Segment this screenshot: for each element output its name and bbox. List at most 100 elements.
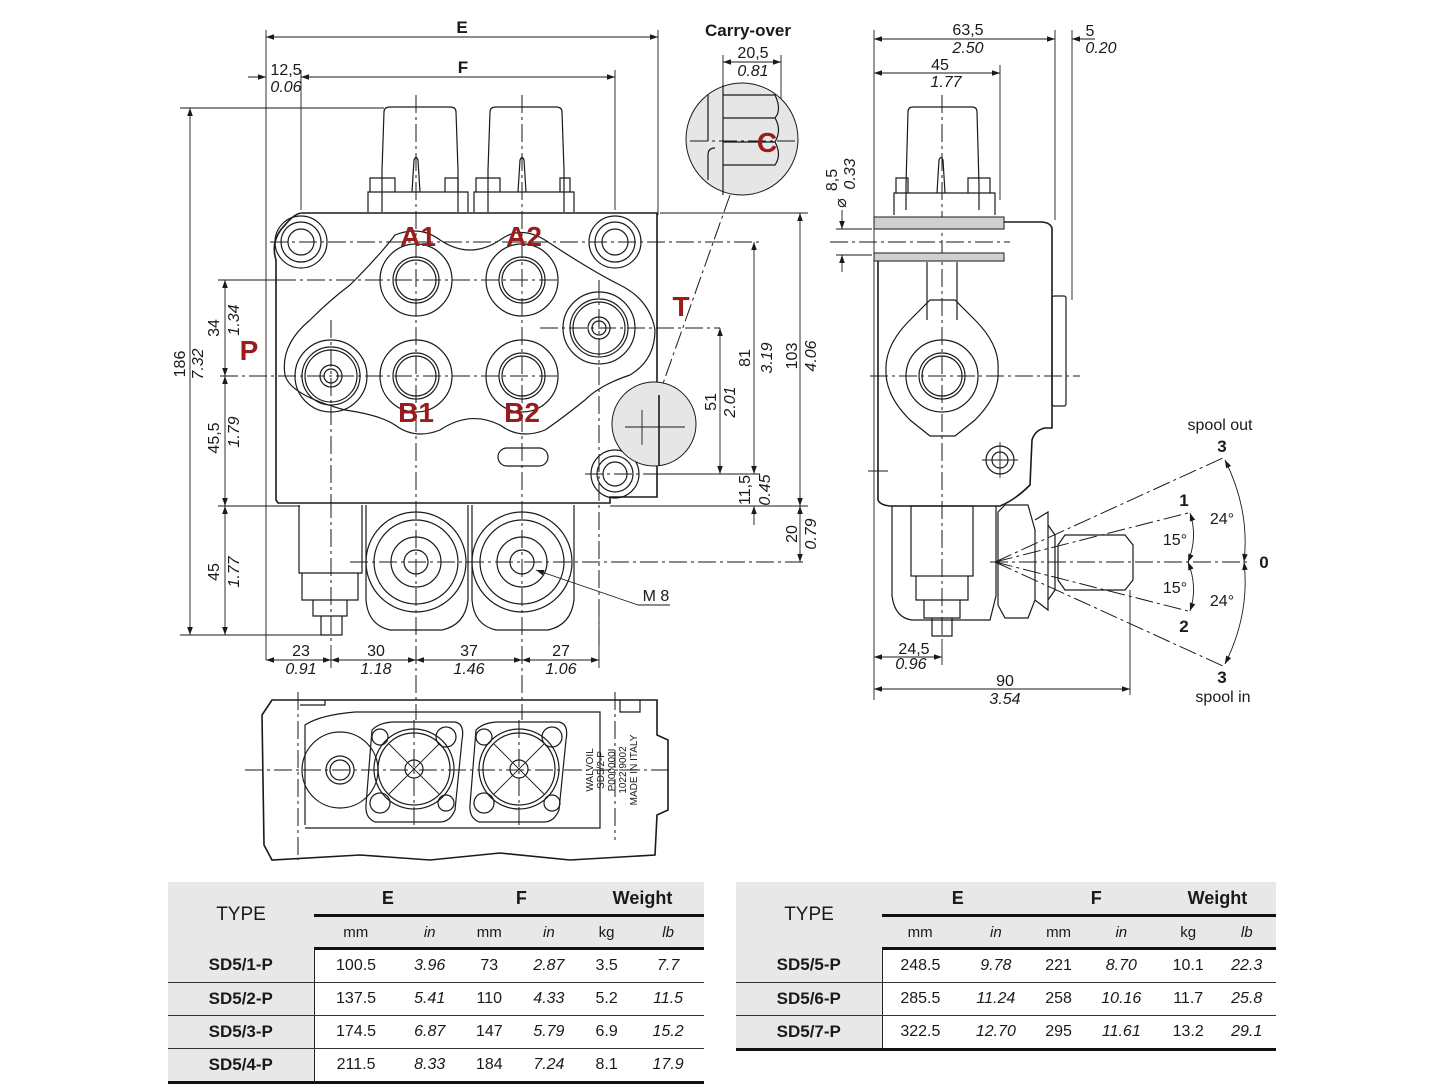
technical-drawing: E F 12,5 0.06 xyxy=(172,18,1269,861)
side-dim-depth-in: 3.54 xyxy=(989,691,1020,708)
dim-f-label: F xyxy=(458,58,468,77)
row-e-mm: 248.5 xyxy=(882,948,959,983)
row-lb: 15.2 xyxy=(632,1015,704,1049)
diameter-symbol: ⌀ xyxy=(833,198,850,208)
unit-kg: kg xyxy=(1158,914,1218,950)
dim-bolt-mm: 81 xyxy=(737,349,754,367)
top-view: WALVOIL SD5/2-P P000000I 1022I9002 MADE … xyxy=(245,692,672,861)
row-lb: 25.8 xyxy=(1217,982,1276,1016)
row-f-in: 7.24 xyxy=(516,1048,581,1084)
dim-lower-bolt-in: 0.45 xyxy=(757,474,774,505)
row-f-mm: 221 xyxy=(1033,948,1084,983)
dim-spool-axis-mm: 20 xyxy=(784,525,801,543)
dim-bottom-3-in: 1.46 xyxy=(453,661,484,678)
col-type-header: TYPE xyxy=(736,882,882,949)
port-label-a2: A2 xyxy=(506,221,542,252)
angle-2: 15° xyxy=(1163,580,1187,597)
port-label-t: T xyxy=(672,291,689,322)
unit-e-mm: mm xyxy=(314,914,398,950)
mounting-hole xyxy=(274,215,642,499)
spool-in-label: spool in xyxy=(1195,689,1250,706)
row-kg: 10.1 xyxy=(1158,948,1218,983)
row-f-mm: 184 xyxy=(461,1048,517,1084)
row-kg: 13.2 xyxy=(1158,1015,1218,1051)
table-row: SD5/3-P 174.5 6.87 147 5.79 6.9 15.2 xyxy=(168,1015,704,1049)
row-f-in: 11.61 xyxy=(1083,1015,1159,1051)
carry-over-detail: Carry-over 20,5 0.81 C xyxy=(611,21,799,467)
row-e-mm: 100.5 xyxy=(314,948,398,983)
row-f-mm: 258 xyxy=(1033,982,1084,1016)
side-dim-width-in: 2.50 xyxy=(951,40,983,57)
marking-model: SD5/2-P xyxy=(596,751,607,789)
spec-table-2: TYPE E F Weight mm in mm in kg lb SD5/5-… xyxy=(736,882,1276,1051)
unit-lb: lb xyxy=(1217,914,1276,950)
side-dim-spool-in: 0.96 xyxy=(895,656,926,673)
row-e-in: 5.41 xyxy=(397,982,462,1016)
row-e-in: 11.24 xyxy=(958,982,1034,1016)
spool-out-label: spool out xyxy=(1188,417,1253,434)
row-type: SD5/2-P xyxy=(168,982,315,1016)
spec-table-1: TYPE E F Weight mm in mm in kg lb SD5/1-… xyxy=(168,882,704,1084)
col-weight-header: Weight xyxy=(1158,882,1276,916)
row-e-mm: 285.5 xyxy=(882,982,959,1016)
row-f-mm: 110 xyxy=(461,982,517,1016)
row-type: SD5/3-P xyxy=(168,1015,315,1049)
thread-label: M 8 xyxy=(643,588,670,605)
dim-p-lower-in: 1.79 xyxy=(226,416,243,447)
port-label-a1: A1 xyxy=(400,221,436,252)
side-view: 63,5 2.50 5 0.20 45 1.77 8,5 0.33 ⌀ xyxy=(824,22,1269,708)
pin-dim-in: 0.33 xyxy=(842,158,859,189)
row-type: SD5/6-P xyxy=(736,982,883,1016)
table-row: SD5/1-P 100.5 3.96 73 2.87 3.5 7.7 xyxy=(168,948,704,983)
unit-lb: lb xyxy=(632,914,704,950)
dim-bottom-1-in: 0.91 xyxy=(285,661,316,678)
row-f-in: 4.33 xyxy=(516,982,581,1016)
table-row: SD5/7-P 322.5 12.70 295 11.61 13.2 29.1 xyxy=(736,1015,1276,1051)
dim-height-mm: 186 xyxy=(172,351,189,378)
row-e-mm: 174.5 xyxy=(314,1015,398,1049)
table-row: SD5/6-P 285.5 11.24 258 10.16 11.7 25.8 xyxy=(736,982,1276,1016)
row-lb: 29.1 xyxy=(1217,1015,1276,1051)
carry-over-title: Carry-over xyxy=(705,21,791,40)
row-f-in: 8.70 xyxy=(1083,948,1159,983)
side-dim-handle-in: 1.77 xyxy=(930,74,962,91)
port-label-b1: B1 xyxy=(398,397,434,428)
row-type: SD5/4-P xyxy=(168,1048,315,1084)
unit-f-in: in xyxy=(516,914,581,950)
position-1: 1 xyxy=(1179,491,1188,510)
row-lb: 11.5 xyxy=(632,982,704,1016)
row-kg: 6.9 xyxy=(580,1015,633,1049)
row-e-in: 9.78 xyxy=(958,948,1034,983)
dim-offset-mm: 12,5 xyxy=(270,62,301,79)
row-e-mm: 322.5 xyxy=(882,1015,959,1051)
marking-code: P000000I xyxy=(607,749,618,792)
front-view: E F 12,5 0.06 xyxy=(172,18,820,720)
row-f-mm: 295 xyxy=(1033,1015,1084,1051)
dim-body-in: 4.06 xyxy=(803,340,820,371)
pin-dim-mm: 8,5 xyxy=(824,169,841,191)
dim-spool-mm: 45 xyxy=(206,563,223,581)
angle-3-top: 24° xyxy=(1210,511,1234,528)
unit-f-in: in xyxy=(1083,914,1159,950)
col-type-header: TYPE xyxy=(168,882,314,949)
row-kg: 11.7 xyxy=(1158,982,1218,1016)
dim-spool-in: 1.77 xyxy=(226,555,243,587)
dim-p-lower-mm: 45,5 xyxy=(206,422,223,453)
col-e-header: E xyxy=(882,882,1034,916)
row-f-in: 2.87 xyxy=(516,948,581,983)
dim-bottom-2-in: 1.18 xyxy=(360,661,391,678)
dim-bottom-4-mm: 27 xyxy=(552,643,570,660)
unit-e-in: in xyxy=(958,914,1034,950)
row-lb: 7.7 xyxy=(632,948,704,983)
row-f-in: 5.79 xyxy=(516,1015,581,1049)
row-lb: 22.3 xyxy=(1217,948,1276,983)
dim-bolt-in: 3.19 xyxy=(759,342,776,373)
marking-serial: 1022I9002 xyxy=(618,746,629,794)
table-row: SD5/2-P 137.5 5.41 110 4.33 5.2 11.5 xyxy=(168,982,704,1016)
unit-e-mm: mm xyxy=(882,914,959,950)
dim-p-offset-mm: 34 xyxy=(206,319,223,337)
port-label-p: P xyxy=(240,335,259,366)
row-e-mm: 211.5 xyxy=(314,1048,398,1084)
dim-t-mm: 51 xyxy=(703,393,720,411)
row-kg: 8.1 xyxy=(580,1048,633,1084)
